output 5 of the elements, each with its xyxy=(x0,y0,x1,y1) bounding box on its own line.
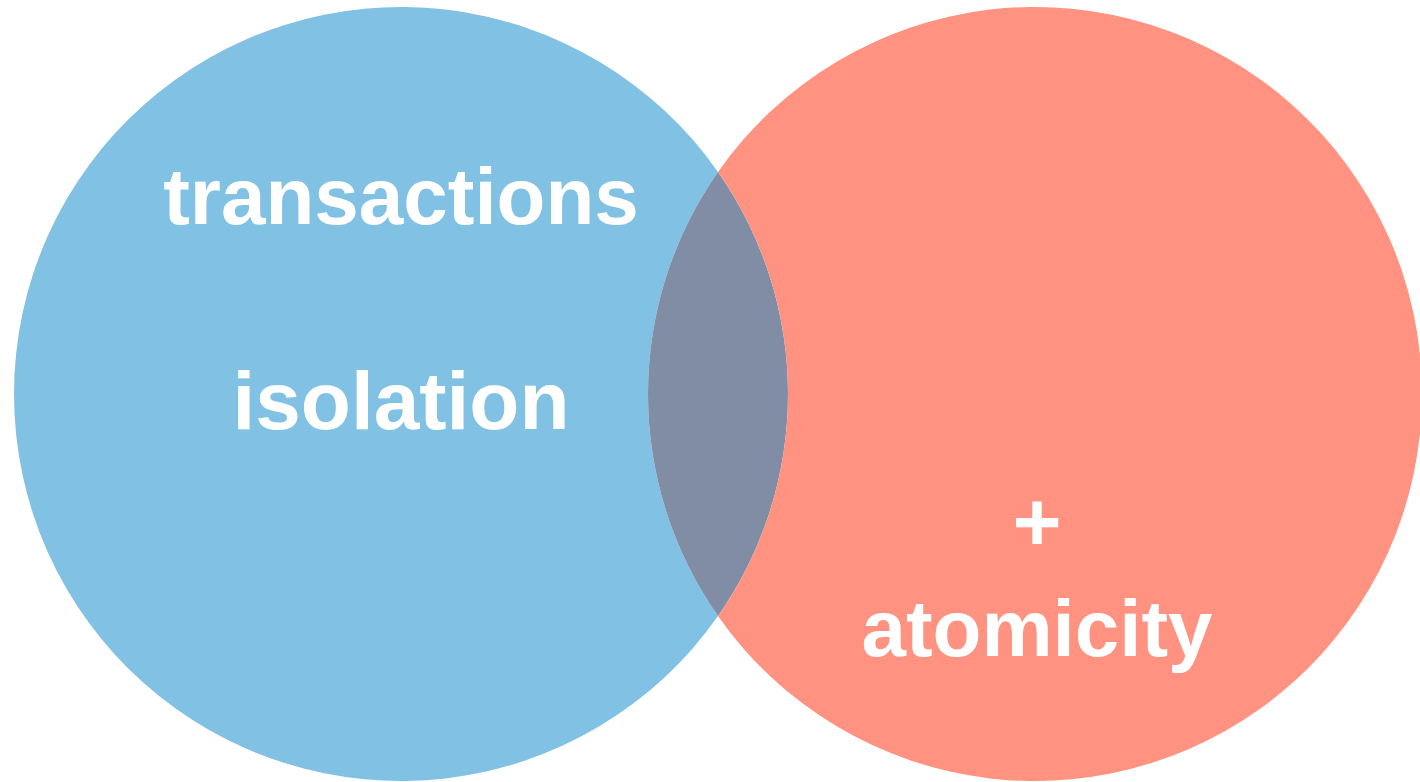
circle-label: isolation xyxy=(232,354,570,446)
plus-sign: + xyxy=(1012,475,1062,569)
venn-overlap xyxy=(648,172,788,616)
circle-label: transactions xyxy=(163,151,639,241)
circle-label: atomicity xyxy=(861,583,1213,673)
